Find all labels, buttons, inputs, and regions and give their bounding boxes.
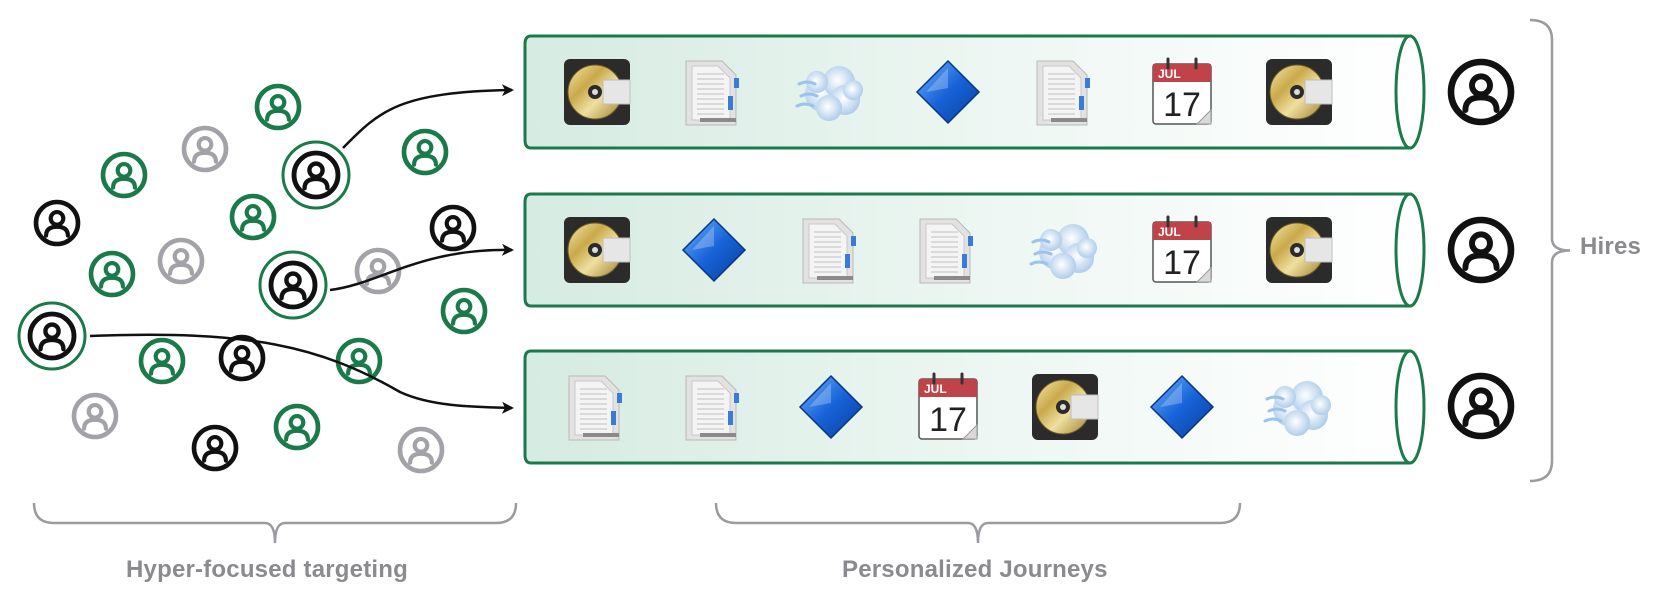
disc-drive-icon bbox=[1266, 217, 1333, 283]
hire-person-icon bbox=[1447, 58, 1515, 126]
candidate-person-icon bbox=[138, 337, 186, 385]
blue-diamond-icon bbox=[798, 374, 864, 440]
journey-arrow bbox=[89, 333, 514, 414]
candidate-person-icon bbox=[440, 287, 488, 335]
candidate-person-icon bbox=[71, 392, 119, 440]
candidate-person-icon bbox=[181, 125, 229, 173]
smoke-puff-icon bbox=[1029, 224, 1097, 279]
candidate-person-icon bbox=[157, 237, 205, 285]
calendar-month: JUL bbox=[924, 382, 947, 396]
hires-bracket bbox=[1529, 18, 1571, 483]
candidate-person-icon bbox=[33, 199, 81, 247]
candidate-person-icon bbox=[401, 128, 449, 176]
journey-arrow bbox=[329, 243, 514, 292]
document-icon bbox=[919, 218, 973, 284]
hire-person-icon bbox=[1447, 372, 1515, 440]
disc-drive-icon bbox=[564, 59, 631, 125]
blue-diamond-icon bbox=[1149, 374, 1215, 440]
candidate-person-icon bbox=[229, 193, 277, 241]
smoke-puff-icon bbox=[795, 66, 863, 121]
candidate-person-icon bbox=[273, 403, 321, 451]
journey-arrow bbox=[342, 84, 514, 149]
document-icon bbox=[685, 60, 739, 126]
disc-drive-icon bbox=[1266, 59, 1333, 125]
calendar-month: JUL bbox=[1158, 67, 1181, 81]
calendar-month: JUL bbox=[1158, 225, 1181, 239]
candidate-person-icon bbox=[100, 151, 148, 199]
targeting-bracket bbox=[32, 502, 518, 544]
blue-diamond-icon bbox=[915, 59, 981, 125]
journeys-bracket bbox=[714, 502, 1242, 544]
selected-candidate-icon bbox=[17, 301, 87, 371]
candidate-person-icon bbox=[335, 337, 383, 385]
document-icon bbox=[802, 218, 856, 284]
hire-person-icon bbox=[1447, 216, 1515, 284]
selected-candidate-icon bbox=[258, 250, 328, 320]
calendar-day: 17 bbox=[1163, 244, 1201, 282]
journeys-label: Personalized Journeys bbox=[842, 556, 1108, 583]
selected-candidate-icon bbox=[281, 140, 351, 210]
document-icon bbox=[1036, 60, 1090, 126]
calendar-day: 17 bbox=[929, 401, 967, 439]
calendar-icon: JUL 17 bbox=[918, 372, 978, 440]
disc-drive-icon bbox=[564, 217, 631, 283]
targeting-label: Hyper-focused targeting bbox=[126, 556, 408, 583]
calendar-icon: JUL 17 bbox=[1152, 215, 1212, 283]
candidate-person-icon bbox=[218, 334, 266, 382]
disc-drive-icon bbox=[1032, 374, 1099, 440]
candidate-person-icon bbox=[254, 83, 302, 131]
calendar-day: 17 bbox=[1163, 86, 1201, 124]
calendar-icon: JUL 17 bbox=[1152, 57, 1212, 125]
smoke-puff-icon bbox=[1263, 381, 1331, 436]
blue-diamond-icon bbox=[681, 217, 747, 283]
candidate-person-icon bbox=[191, 424, 239, 472]
candidate-person-icon bbox=[429, 204, 477, 252]
document-icon bbox=[568, 375, 622, 441]
candidate-person-icon bbox=[88, 250, 136, 298]
hires-label: Hires bbox=[1580, 233, 1642, 260]
document-icon bbox=[685, 375, 739, 441]
candidate-person-icon bbox=[397, 426, 445, 474]
